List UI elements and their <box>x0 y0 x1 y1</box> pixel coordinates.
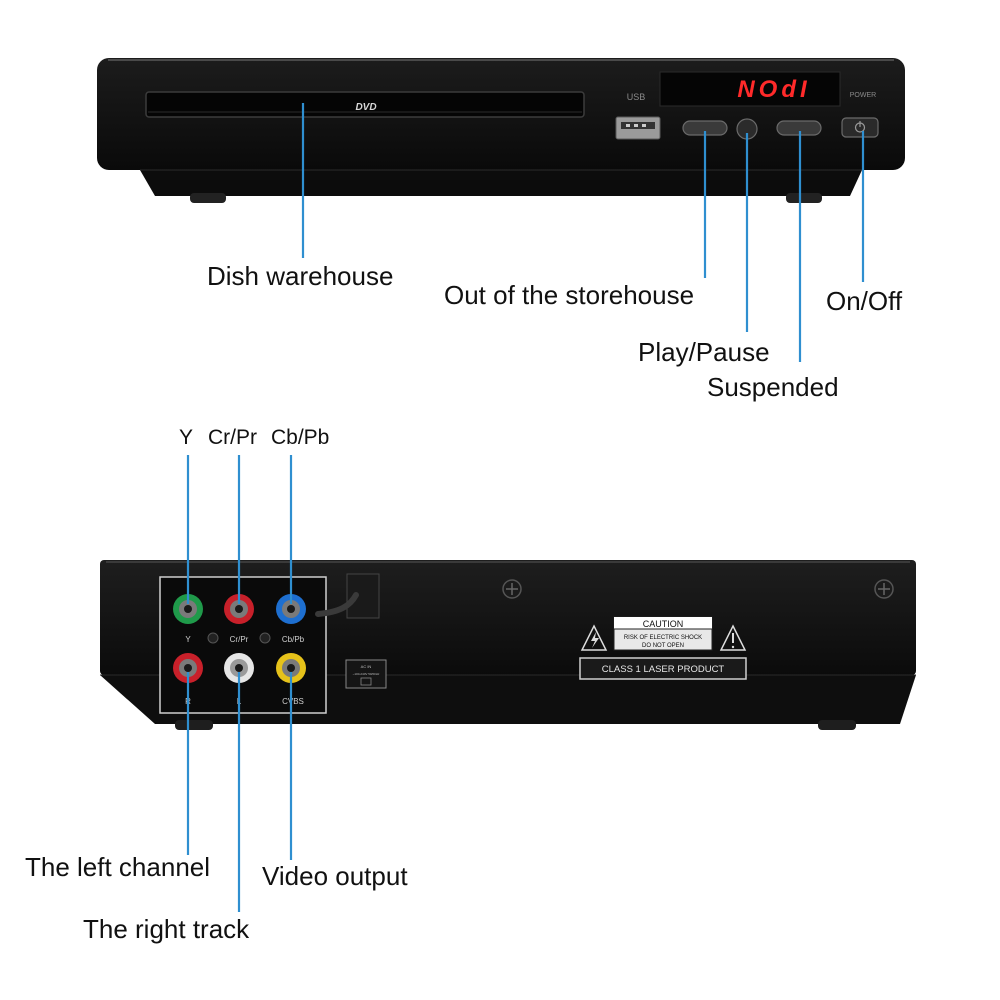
caution-title: CAUTION <box>643 619 684 629</box>
rating-label-bottom: ~100-240V 50/60Hz <box>353 672 380 676</box>
front-foot-left <box>190 193 226 203</box>
callout-cb-pb: Cb/Pb <box>271 426 330 449</box>
callout-video-output: Video output <box>262 861 408 891</box>
exclamation-warning-icon <box>719 624 747 651</box>
panel-screw-left <box>207 632 219 644</box>
jack-cb-pb[interactable] <box>276 594 306 624</box>
callout-right-track: The right track <box>83 914 250 944</box>
back-foot-right <box>818 720 856 730</box>
port-label-y: Y <box>185 635 191 644</box>
callout-on-off: On/Off <box>826 286 903 316</box>
rating-label <box>345 659 387 689</box>
front-view: DVD USB NOdI POWER <box>97 58 905 203</box>
rating-label-top: AC IN <box>361 664 372 669</box>
caution-label <box>579 616 747 680</box>
back-leader-lines <box>186 455 293 912</box>
port-label-cr: Cr/Pr <box>230 635 249 644</box>
laser-notice: CLASS 1 LASER PRODUCT <box>602 664 725 675</box>
jack-audio-left[interactable] <box>224 653 254 683</box>
dvd-logo: DVD <box>355 102 376 113</box>
callout-left-channel: The left channel <box>25 852 211 882</box>
screw-right <box>874 579 894 599</box>
power-cord <box>315 573 380 619</box>
caution-line1: RISK OF ELECTRIC SHOCK <box>624 635 702 641</box>
panel-screw-right <box>259 632 271 644</box>
front-foot-right <box>786 193 822 203</box>
callout-cr-pr: Cr/Pr <box>208 426 257 449</box>
callout-suspended: Suspended <box>707 372 839 402</box>
disc-tray <box>145 91 585 118</box>
jack-audio-right[interactable] <box>173 653 203 683</box>
callout-play-pause: Play/Pause <box>638 337 770 367</box>
jack-y[interactable] <box>173 594 203 624</box>
callout-dish-warehouse: Dish warehouse <box>207 261 394 291</box>
port-label-cvbs: CVBS <box>282 697 304 706</box>
back-view: Y Cr/Pr Cb/Pb R L CVBS AC IN ~100-240V 5… <box>100 560 916 730</box>
led-display <box>659 71 841 107</box>
display-readout: NOdI <box>737 76 810 103</box>
shock-warning-icon <box>580 624 608 651</box>
front-leader-lines <box>301 103 865 362</box>
power-button[interactable] <box>841 117 879 138</box>
back-foot-left <box>175 720 213 730</box>
usb-port[interactable] <box>615 116 661 140</box>
usb-label: USB <box>627 92 646 102</box>
callout-out-of-storehouse: Out of the storehouse <box>444 280 695 310</box>
caution-line2: DO NOT OPEN <box>642 643 684 649</box>
screw-left <box>502 579 522 599</box>
port-label-cb: Cb/Pb <box>282 635 305 644</box>
power-label: POWER <box>850 92 876 99</box>
callout-y: Y <box>179 426 194 449</box>
jack-cr-pr[interactable] <box>224 594 254 624</box>
jack-cvbs[interactable] <box>276 653 306 683</box>
